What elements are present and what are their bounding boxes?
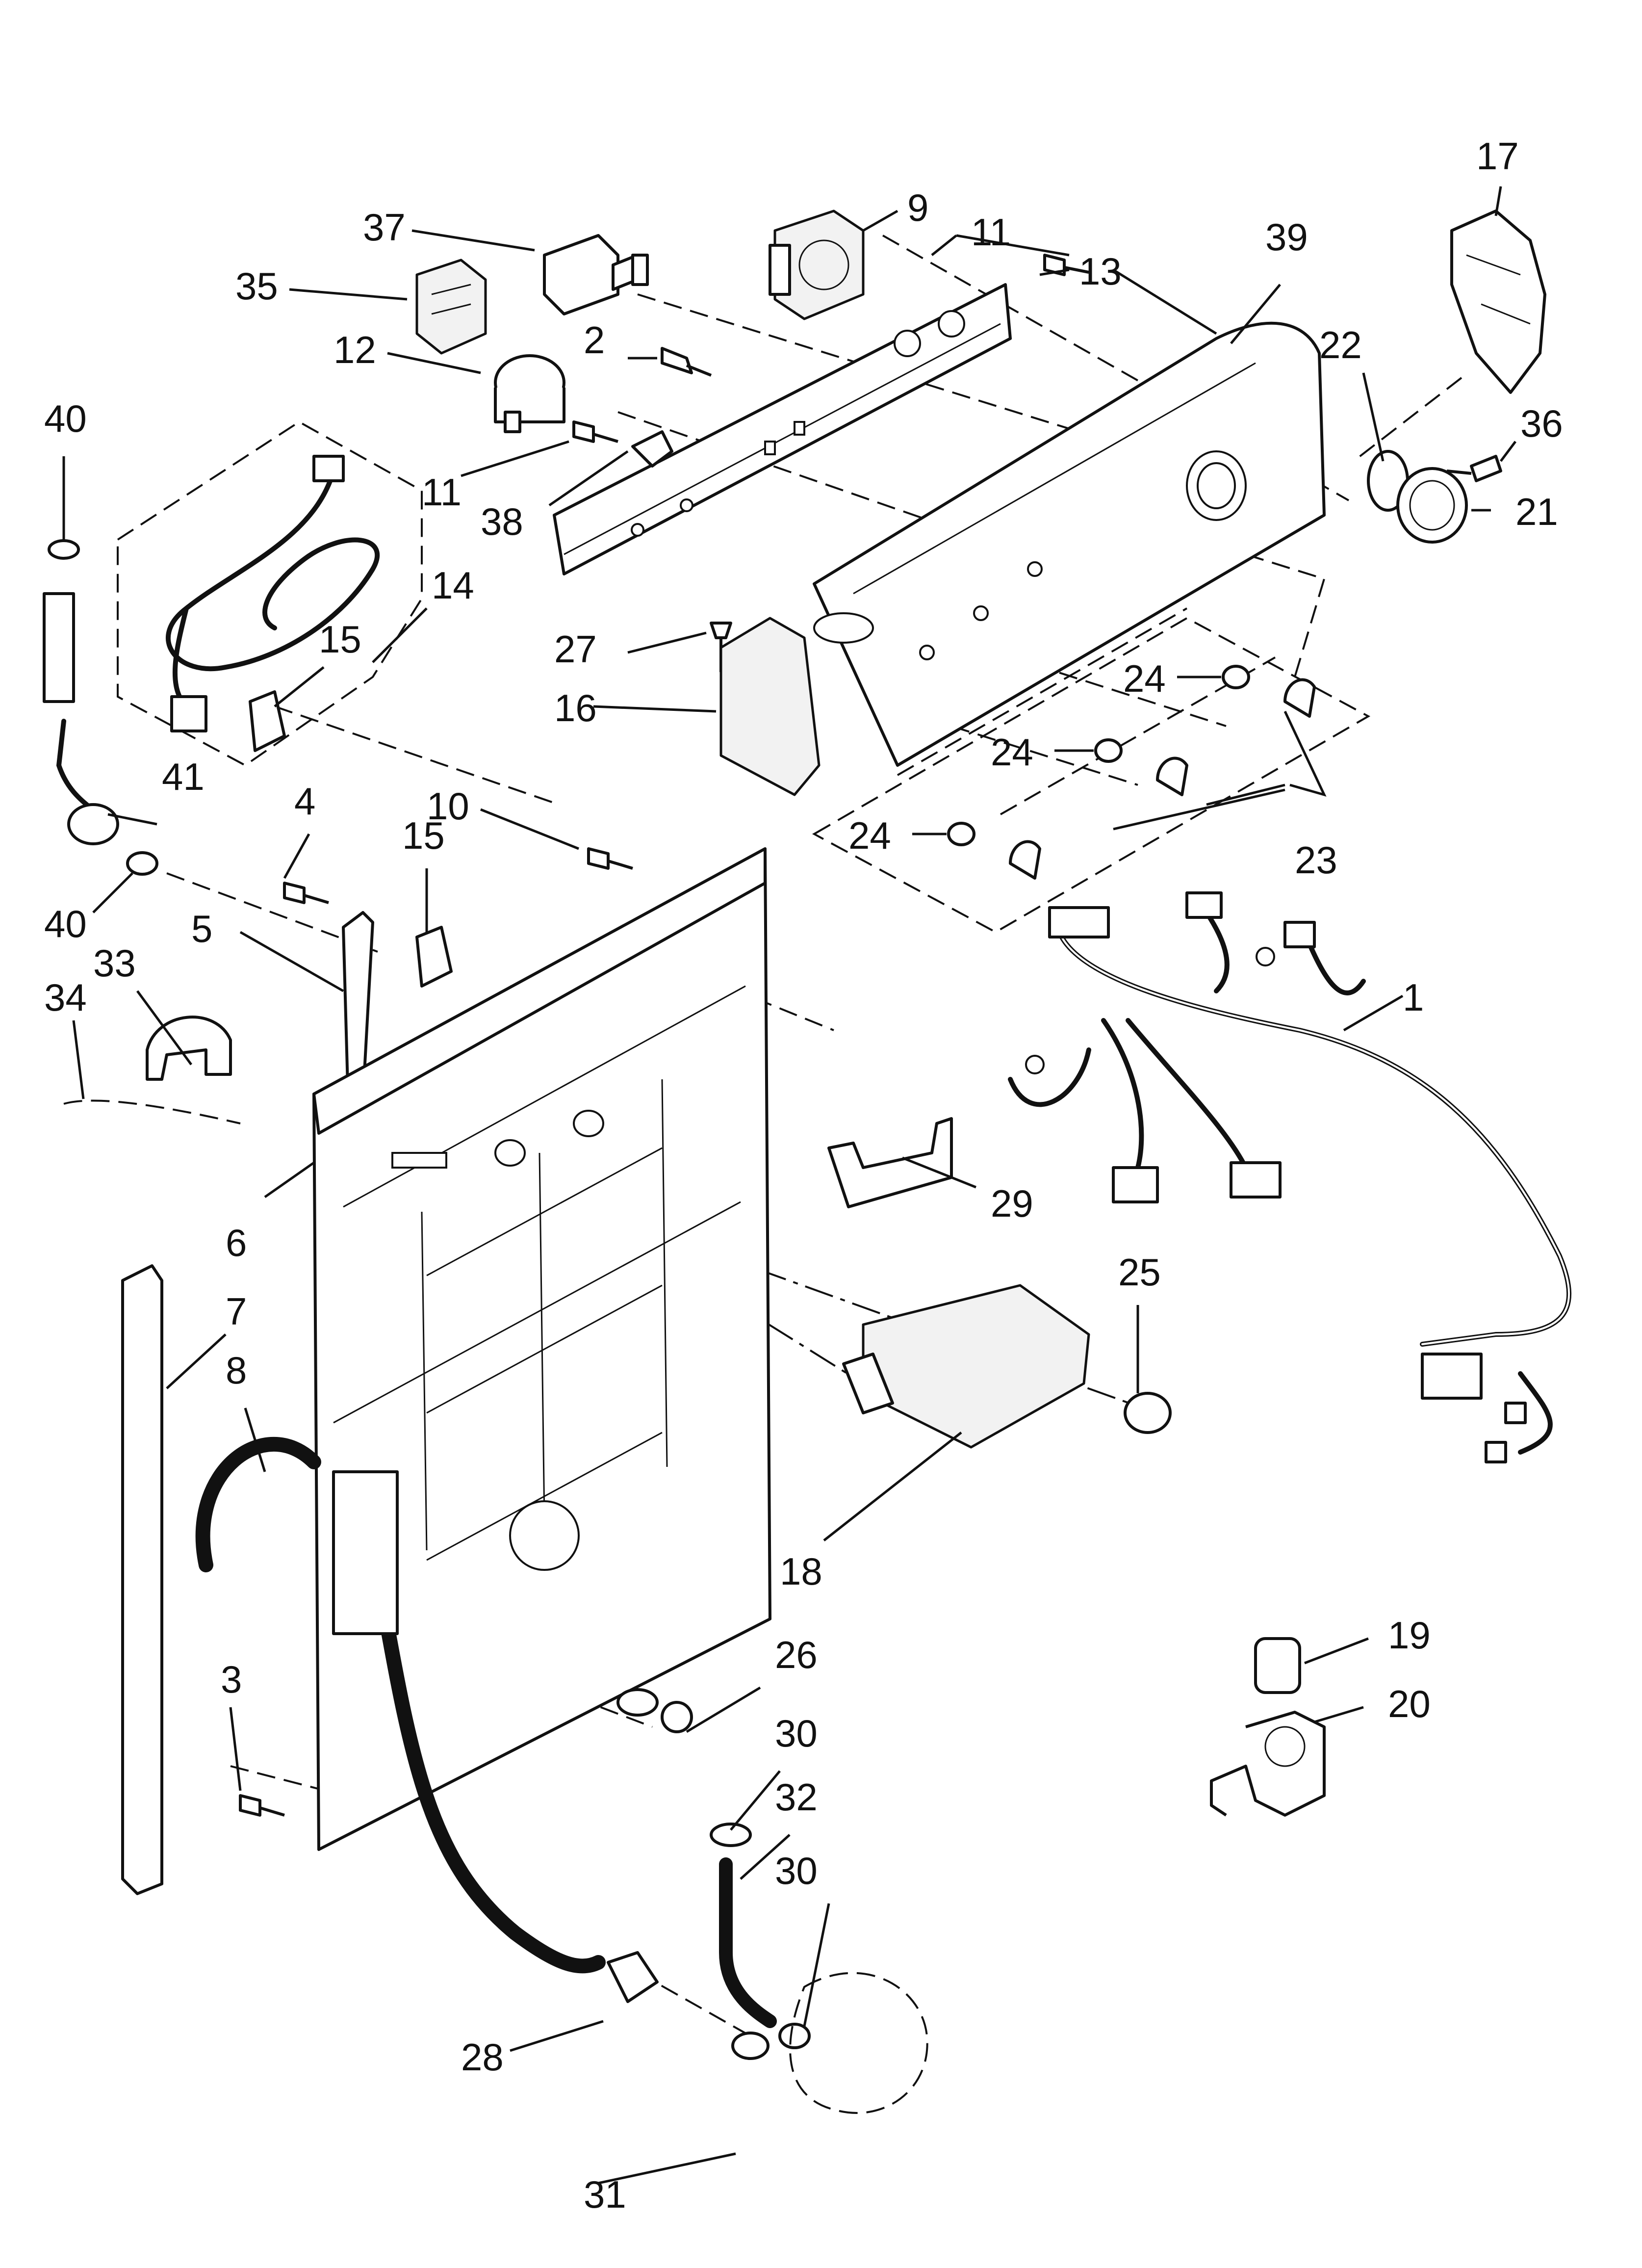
callout-40: 40 — [44, 902, 87, 945]
callout-6: 6 — [226, 1221, 247, 1264]
bracket-part-29 — [827, 1117, 953, 1208]
callout-14: 14 — [432, 564, 474, 607]
callout-37: 37 — [363, 206, 406, 249]
callout-24: 24 — [991, 730, 1033, 774]
callout-17: 17 — [1476, 134, 1519, 178]
parts-19-20 — [1210, 1637, 1326, 1817]
callout-23: 23 — [1295, 838, 1337, 882]
knob-group-24 — [947, 665, 1316, 880]
callout-3: 3 — [221, 1658, 242, 1701]
callout-20: 20 — [1388, 1682, 1431, 1725]
plug-part-26 — [616, 1688, 693, 1733]
callout-33: 33 — [93, 941, 136, 985]
callout-22: 22 — [1319, 323, 1362, 366]
rear-panel-part-6 — [312, 847, 771, 1851]
callout-16: 16 — [554, 686, 597, 730]
callout-18: 18 — [780, 1550, 822, 1593]
callout-35: 35 — [235, 264, 278, 308]
callout-39: 39 — [1265, 215, 1308, 259]
callout-31: 31 — [584, 2173, 626, 2216]
cap-part-25 — [1124, 1392, 1172, 1434]
end-cap-part-17 — [1450, 209, 1546, 394]
callout-19: 19 — [1388, 1614, 1431, 1657]
pressure-switch-part-12 — [494, 354, 565, 433]
clip-part-15b — [415, 926, 453, 988]
power-cord-part-14 — [165, 455, 380, 732]
drain-parts-28-30-31-32 — [607, 1823, 928, 2114]
switch-part-35 — [415, 259, 487, 355]
callout-8: 8 — [226, 1349, 247, 1392]
control-panel-bracket-part-13 — [553, 283, 1012, 575]
callout-15: 15 — [402, 814, 445, 857]
callout-13: 13 — [1079, 250, 1122, 293]
callout-labels: 37 9 11 13 39 17 35 2 22 36 40 12 11 21 … — [44, 134, 1563, 2216]
switch-part-37 — [543, 234, 649, 315]
callout-4: 4 — [294, 780, 315, 823]
clip-part-38 — [631, 430, 673, 468]
callout-21: 21 — [1515, 490, 1558, 533]
callout-30: 30 — [775, 1849, 818, 1892]
callout-11: 11 — [422, 470, 462, 514]
callout-1: 1 — [1403, 976, 1424, 1019]
callout-9: 9 — [907, 186, 928, 229]
callout-leader-lines — [62, 186, 1516, 2185]
console-part-39 — [813, 321, 1326, 767]
callout-10: 10 — [427, 784, 469, 828]
callout-36: 36 — [1520, 402, 1563, 445]
callout-5: 5 — [191, 907, 212, 950]
knob-parts-21-22 — [1367, 450, 1468, 544]
callout-34: 34 — [44, 976, 87, 1019]
end-cap-part-16 — [719, 617, 821, 796]
tie-part-34 — [63, 1099, 241, 1124]
strip-part-7 — [121, 1264, 163, 1895]
inlet-hose-part-8 — [195, 1436, 606, 1974]
callout-2: 2 — [584, 318, 605, 362]
callout-15: 15 — [319, 618, 361, 661]
cover-part-33 — [146, 1016, 232, 1081]
group-box-23 — [812, 617, 1371, 934]
callout-40: 40 — [44, 397, 87, 440]
callout-25: 25 — [1118, 1251, 1161, 1294]
callout-27: 27 — [554, 627, 597, 671]
callout-41: 41 — [162, 755, 205, 798]
dispenser-part-18 — [842, 1284, 1090, 1449]
callout-12: 12 — [334, 328, 376, 371]
callout-30: 30 — [775, 1712, 818, 1755]
timer-part-9 — [769, 209, 865, 320]
callout-28: 28 — [461, 2035, 504, 2079]
callout-29: 29 — [991, 1182, 1033, 1225]
callout-24: 24 — [848, 814, 891, 857]
fitting-parts-40-41 — [43, 539, 158, 876]
callout-38: 38 — [481, 500, 523, 543]
callout-32: 32 — [775, 1775, 818, 1819]
screws — [239, 254, 1502, 1817]
callout-26: 26 — [775, 1633, 818, 1676]
wire-harness-part-1 — [1008, 891, 1572, 1463]
callout-24: 24 — [1123, 657, 1166, 700]
callout-11: 11 — [971, 210, 1011, 254]
callout-7: 7 — [226, 1290, 247, 1333]
